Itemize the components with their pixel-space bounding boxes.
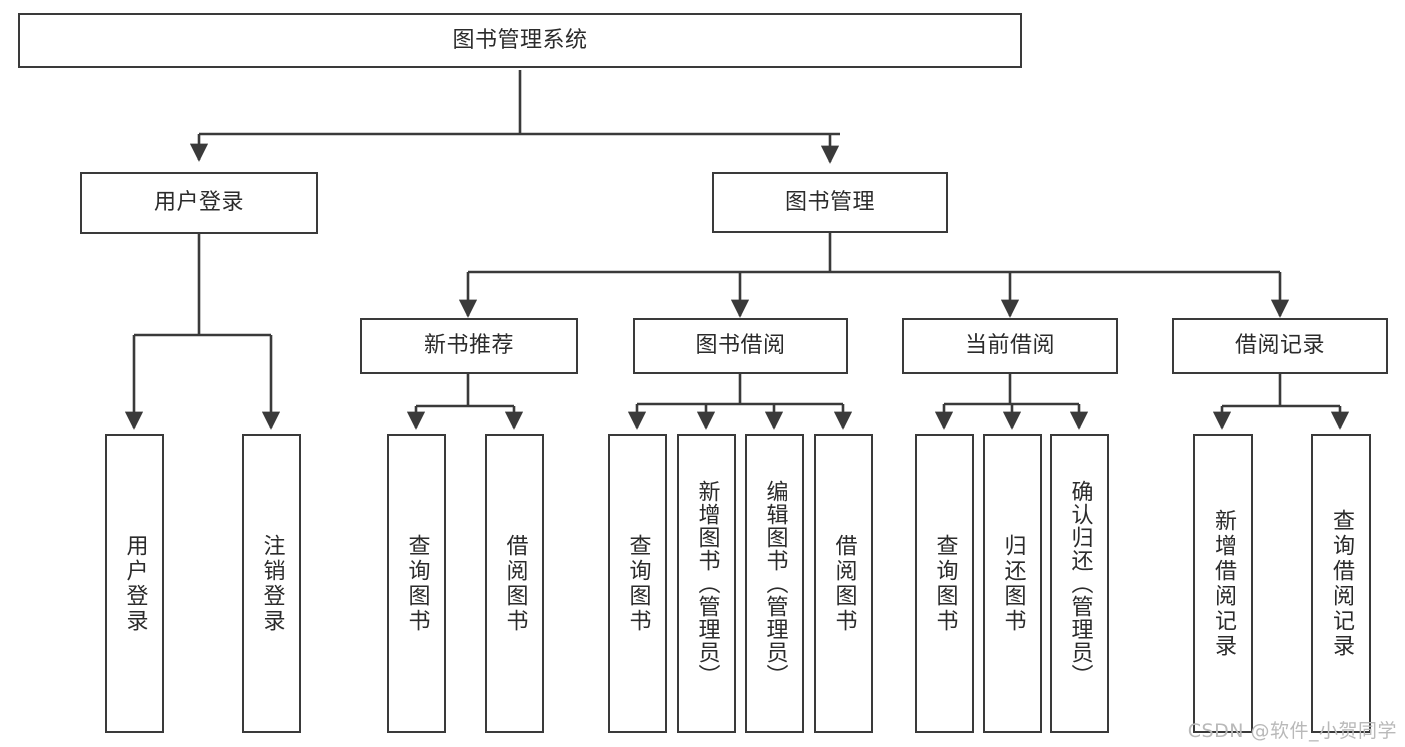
- node-label: 用户登录: [153, 190, 244, 216]
- node-label: 新书推荐: [423, 333, 514, 359]
- node-label: 当前借阅: [964, 333, 1055, 359]
- node-label: 图书借阅: [695, 333, 786, 359]
- node-label: 借阅图书: [831, 533, 857, 634]
- node-label: 借阅记录: [1234, 333, 1325, 359]
- leaf-borrow-book-recommend[interactable]: 借阅图书: [485, 434, 544, 733]
- node-label: 查询借阅记录: [1328, 508, 1354, 659]
- node-label: 注销登录: [259, 533, 285, 634]
- node-book-management[interactable]: 图书管理: [712, 172, 948, 233]
- node-label: 编辑图书（管理员）: [762, 480, 788, 687]
- node-borrow-record[interactable]: 借阅记录: [1172, 318, 1388, 374]
- node-label: 查询图书: [625, 533, 651, 634]
- node-user-login[interactable]: 用户登录: [80, 172, 318, 234]
- node-root-system[interactable]: 图书管理系统: [18, 13, 1022, 68]
- node-new-book-recommend[interactable]: 新书推荐: [360, 318, 578, 374]
- node-label: 确认归还（管理员）: [1067, 480, 1093, 687]
- node-label: 图书管理: [784, 189, 875, 215]
- leaf-logout[interactable]: 注销登录: [242, 434, 301, 733]
- node-label: 用户登录: [122, 533, 148, 634]
- leaf-query-book-current[interactable]: 查询图书: [915, 434, 974, 733]
- node-label: 查询图书: [404, 533, 430, 634]
- leaf-add-borrow-record[interactable]: 新增借阅记录: [1193, 434, 1253, 733]
- leaf-add-book-admin[interactable]: 新增图书（管理员）: [677, 434, 736, 733]
- leaf-edit-book-admin[interactable]: 编辑图书（管理员）: [745, 434, 804, 733]
- node-label: 归还图书: [1000, 533, 1026, 634]
- node-label: 借阅图书: [502, 533, 528, 634]
- node-label: 新增图书（管理员）: [694, 480, 720, 687]
- leaf-query-book-borrow[interactable]: 查询图书: [608, 434, 667, 733]
- leaf-confirm-return-admin[interactable]: 确认归还（管理员）: [1050, 434, 1109, 733]
- node-label: 新增借阅记录: [1210, 508, 1236, 659]
- watermark-text: CSDN @软件_小贺同学: [1187, 720, 1397, 742]
- leaf-query-book-recommend[interactable]: 查询图书: [387, 434, 446, 733]
- leaf-query-borrow-record[interactable]: 查询借阅记录: [1311, 434, 1371, 733]
- leaf-borrow-book[interactable]: 借阅图书: [814, 434, 873, 733]
- leaf-return-book[interactable]: 归还图书: [983, 434, 1042, 733]
- node-label: 查询图书: [932, 533, 958, 634]
- leaf-user-login[interactable]: 用户登录: [105, 434, 164, 733]
- node-book-borrow[interactable]: 图书借阅: [633, 318, 848, 374]
- node-label: 图书管理系统: [452, 27, 588, 53]
- node-current-borrow[interactable]: 当前借阅: [902, 318, 1118, 374]
